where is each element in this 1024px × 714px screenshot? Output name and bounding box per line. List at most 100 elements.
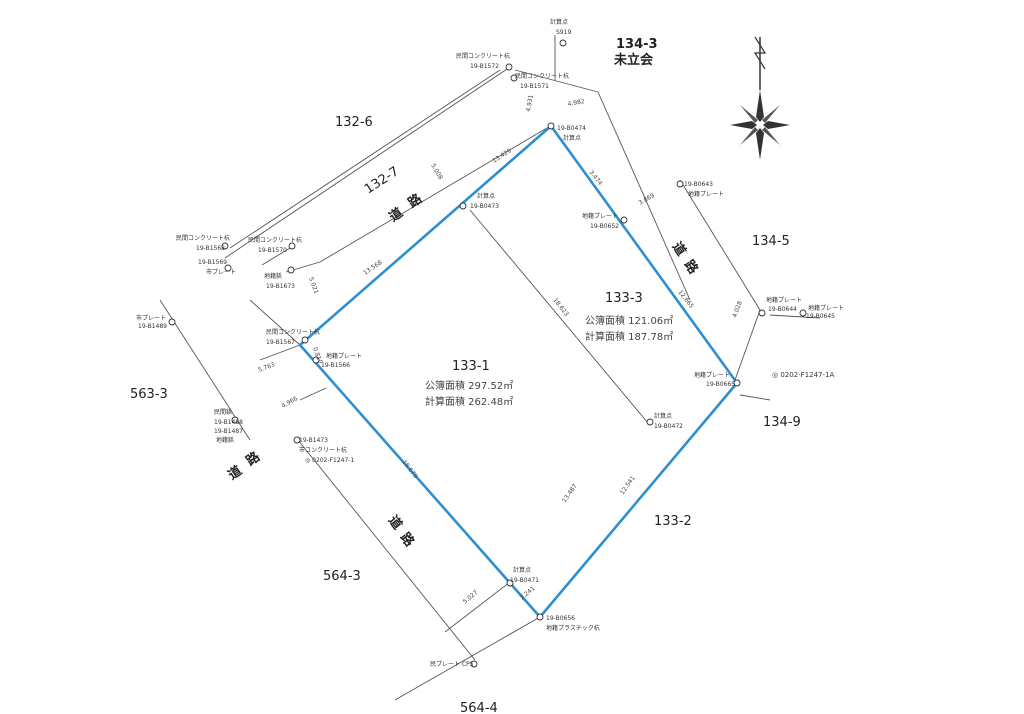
point-label: 計算点 — [563, 134, 581, 142]
svg-text:路: 路 — [243, 448, 264, 469]
point-id: 19-B0645 — [806, 313, 835, 320]
point-b1570 — [288, 242, 296, 250]
point-b1568 — [221, 242, 229, 250]
bottom-dim-line — [444, 581, 511, 633]
point-id: 19-B1571 — [520, 83, 549, 90]
svg-text:3.869: 3.869 — [638, 192, 657, 207]
bottom-road-line — [394, 616, 541, 701]
right-tail — [739, 394, 771, 401]
road-label-bottom: 道 路 — [385, 513, 418, 551]
point-id: 19-B0474 — [557, 125, 586, 132]
lot-134-9: 134-9 — [763, 415, 801, 430]
point-label: 民プレート CP5 — [430, 661, 474, 668]
point-id: 19-B1488 — [214, 419, 243, 426]
right-corner-line — [734, 309, 761, 381]
svg-text:13.487: 13.487 — [561, 483, 579, 504]
lot-133-2: 133-2 — [654, 514, 692, 529]
point-cp5 — [470, 660, 478, 668]
point-id: 19-B0656 — [546, 615, 575, 622]
svg-text:5.021: 5.021 — [307, 276, 320, 295]
lot-132-6: 132-6 — [335, 115, 373, 130]
svg-text:5.008: 5.008 — [429, 163, 444, 182]
svg-text:路: 路 — [397, 530, 418, 551]
right-road-edge-inner — [597, 91, 691, 301]
parcel-133-3-name: 133-3 — [605, 291, 643, 306]
svg-text:18.679: 18.679 — [400, 459, 419, 480]
point-b1673 — [287, 266, 295, 274]
point-id: 19-B1489 — [138, 323, 167, 330]
point-b0473 — [459, 202, 467, 210]
north-arrow-icon — [730, 36, 790, 160]
point-b0643 — [676, 180, 684, 188]
point-label: 地籍プラスチック杭 — [546, 624, 600, 632]
parcel-133-1-calc-area: 計算面積 262.48㎡ — [425, 395, 513, 408]
point-label: 地籍プレート — [766, 296, 802, 304]
point-b0665 — [733, 379, 741, 387]
parcel-133-3-public-area: 公簿面積 121.06㎡ — [585, 314, 673, 327]
point-id: 19-B1572 — [470, 63, 499, 70]
point-b1489 — [168, 318, 176, 326]
svg-text:2.241: 2.241 — [519, 585, 537, 602]
lot-563-3: 563-3 — [130, 387, 168, 402]
svg-text:5.027: 5.027 — [462, 589, 480, 606]
point-id: 19-B0652 — [590, 223, 619, 230]
svg-text:4.028: 4.028 — [731, 300, 744, 319]
point-id: 19-B1673 — [266, 283, 295, 290]
point-id: 19-B1568 — [196, 245, 225, 252]
interior-division — [469, 209, 649, 424]
reference-code: ◎ 0202-F1247-1A — [772, 371, 834, 379]
point-label: 地籍プレート — [582, 212, 618, 220]
svg-text:路: 路 — [681, 257, 702, 278]
road-edge-upper — [224, 66, 511, 259]
svg-text:道: 道 — [385, 513, 406, 533]
right-plate-line — [769, 314, 821, 319]
point-label: 民間コンクリート杭 — [515, 72, 569, 80]
svg-text:道: 道 — [225, 463, 245, 484]
point-id: 19-B0643 — [684, 181, 713, 188]
point-b1566 — [312, 356, 320, 364]
point-label: 計算点 — [550, 18, 568, 26]
point-id: 19-B0472 — [654, 423, 683, 430]
point-label: 民間鋲 — [214, 408, 232, 416]
left-tick — [299, 387, 327, 401]
point-id: 19-B0665 — [706, 381, 735, 388]
road-label-right: 道 路 — [669, 239, 702, 278]
svg-text:12.665: 12.665 — [676, 289, 695, 310]
point-b1572 — [505, 63, 513, 71]
svg-text:12.541: 12.541 — [619, 475, 637, 496]
lot-132-7: 132-7 — [362, 164, 402, 197]
point-id: 19-B1570 — [258, 247, 287, 254]
lot-134-3: 134-3 — [616, 37, 658, 52]
svg-text:5.763: 5.763 — [257, 361, 276, 374]
point-label: 地籍鋲 — [264, 272, 282, 280]
point-b1567 — [301, 336, 309, 344]
road-label-left: 道 路 — [225, 448, 264, 483]
point-label: 市プレート — [136, 314, 166, 322]
parcel-133-3-calc-area: 計算面積 187.78㎡ — [585, 330, 673, 343]
point-id: 19-B1566 — [321, 362, 350, 369]
lot-564-4: 564-4 — [460, 701, 498, 714]
point-label: 市プレート — [206, 268, 236, 276]
point-label: 地籍プレート — [694, 371, 730, 379]
point-label: 民間コンクリート杭 — [248, 236, 302, 244]
svg-text:4.982: 4.982 — [567, 98, 585, 108]
point-label: 民間コンクリート杭 — [456, 52, 510, 60]
point-id: 19-B0471 — [510, 577, 539, 584]
point-id: 19-B0473 — [470, 203, 499, 210]
point-b0656 — [536, 613, 544, 621]
lot-134-5: 134-5 — [752, 234, 790, 249]
point-id: 19-B1569 — [198, 259, 227, 266]
lot-134-3-note: 未立会 — [613, 52, 654, 68]
parcel-133-1-public-area: 公簿面積 297.52㎡ — [425, 379, 513, 392]
point-labels: 計算点 S919 民間コンクリート杭 19-B1572 民間コンクリート杭 19… — [136, 18, 844, 668]
point-label: 計算点 — [513, 566, 531, 574]
svg-text:0.810: 0.810 — [311, 346, 324, 365]
svg-text:4.966: 4.966 — [281, 395, 300, 410]
point-label: 計算点 — [477, 192, 495, 200]
point-b0652 — [620, 216, 628, 224]
point-b0471 — [506, 579, 514, 587]
svg-text:道: 道 — [669, 239, 690, 259]
point-id: S919 — [556, 29, 571, 36]
point-id: 19-B1487 — [214, 428, 243, 435]
